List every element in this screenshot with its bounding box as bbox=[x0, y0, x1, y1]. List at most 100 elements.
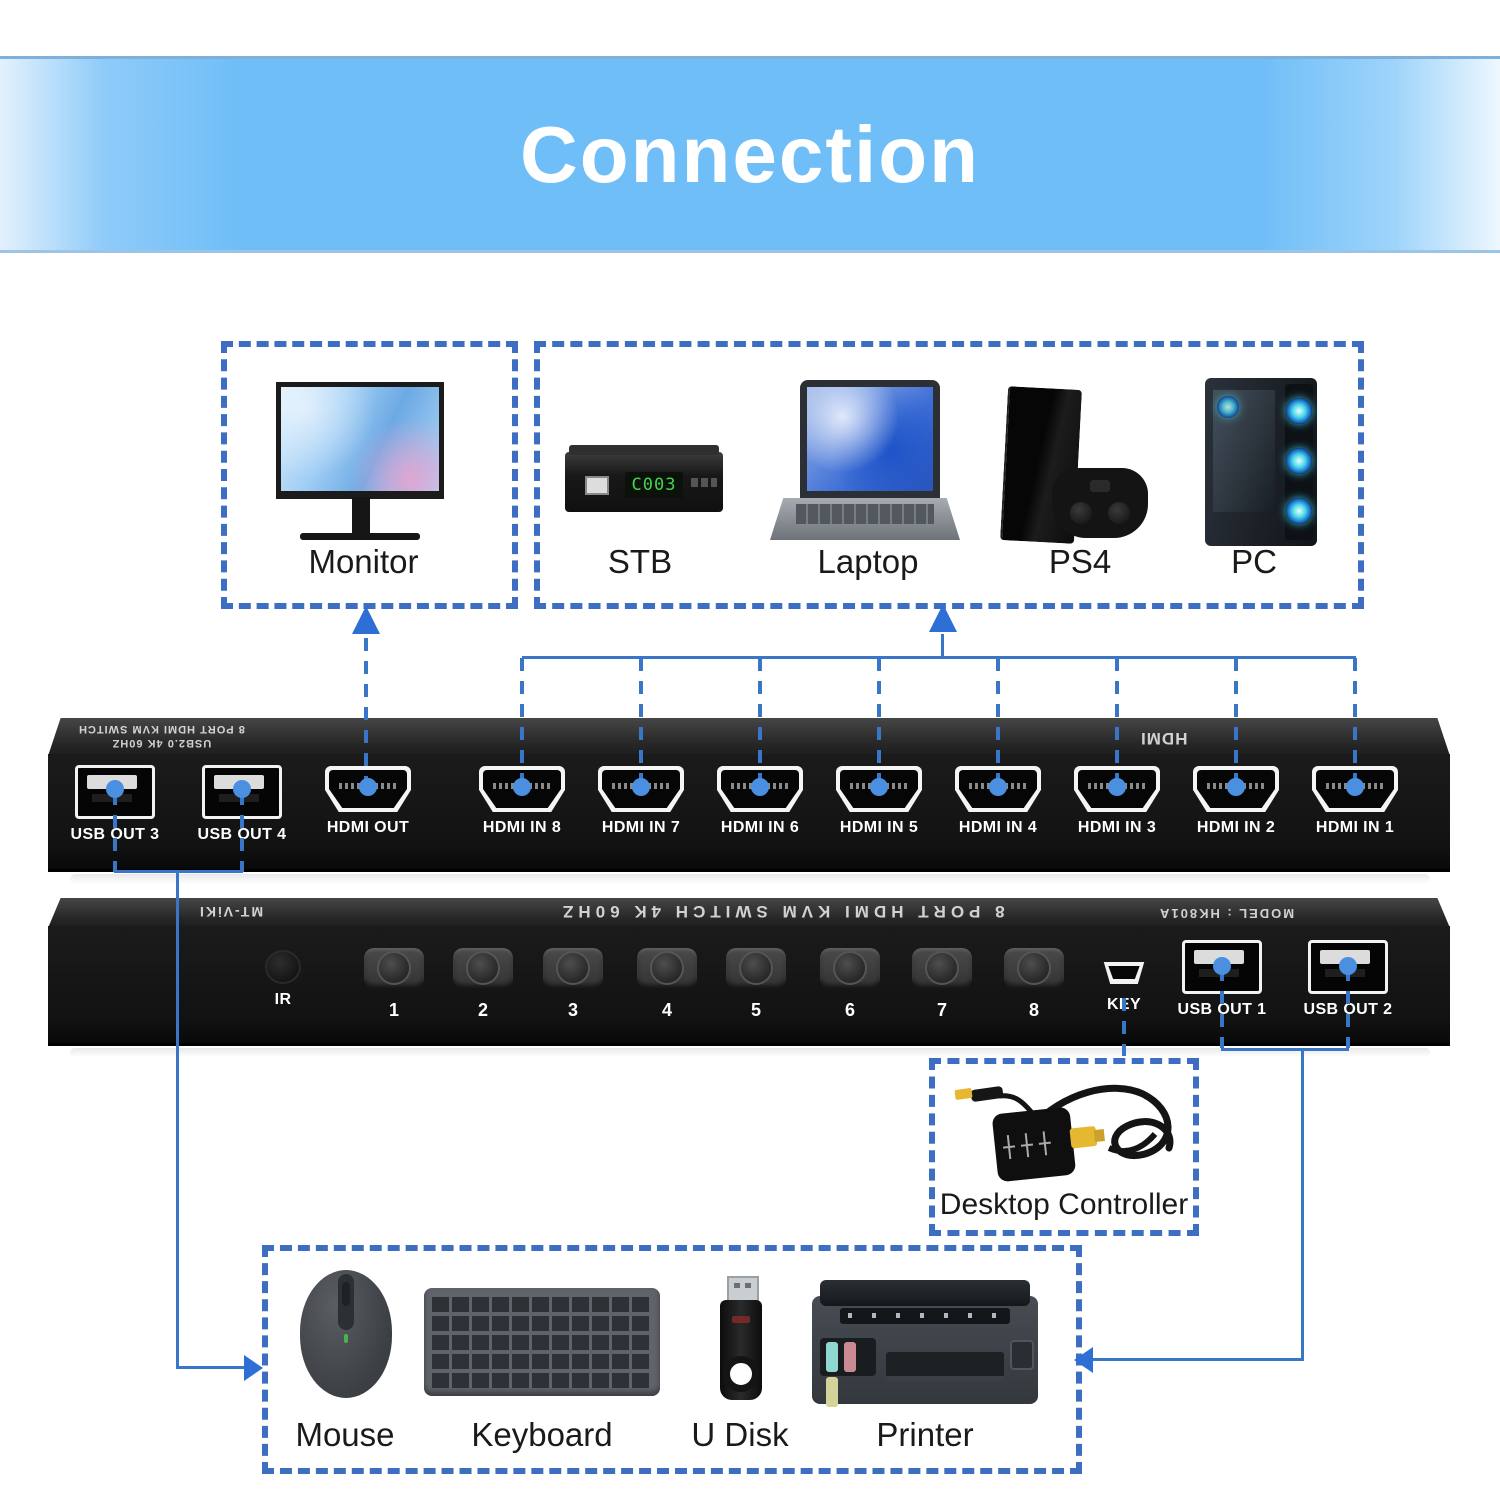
laptop-wallpaper bbox=[807, 387, 933, 491]
pc-fan-3 bbox=[1286, 498, 1312, 524]
ir-receiver: IR bbox=[228, 944, 338, 1009]
pc-fan-1 bbox=[1286, 398, 1312, 424]
ink-yellow bbox=[826, 1377, 838, 1407]
push-button bbox=[637, 948, 697, 988]
usb12-elbow-line bbox=[1092, 1358, 1304, 1361]
monitor-label: Monitor bbox=[308, 543, 419, 580]
dot-usb-out-3 bbox=[106, 780, 124, 798]
dot-hdmi-in-8 bbox=[513, 778, 531, 796]
udisk-logo bbox=[732, 1316, 750, 1323]
hdmi-in5-line bbox=[877, 658, 881, 786]
udisk-hole bbox=[723, 1356, 759, 1392]
back-hdmi-logo: HDMI bbox=[1140, 729, 1188, 748]
mouse-scroll-wheel bbox=[342, 1282, 350, 1306]
pc-fan-2 bbox=[1286, 448, 1312, 474]
mouse-label: Mouse bbox=[295, 1416, 395, 1453]
dot-hdmi-in-1 bbox=[1346, 778, 1364, 796]
pc-label: PC bbox=[1231, 543, 1277, 580]
front-panel-reflection bbox=[70, 1048, 1430, 1057]
laptop-keyboard bbox=[796, 504, 934, 524]
push-button bbox=[453, 948, 513, 988]
dot-usb-out-1 bbox=[1213, 957, 1231, 975]
select-button-2: 2 bbox=[428, 948, 538, 1021]
stb-top bbox=[569, 445, 719, 455]
arrow-to-peripherals-right bbox=[1074, 1347, 1093, 1373]
dot-hdmi-out bbox=[359, 778, 377, 796]
ps4-controller bbox=[1052, 468, 1148, 538]
stb-image: C003 bbox=[565, 445, 723, 512]
udisk-image bbox=[720, 1300, 762, 1400]
select-button-5: 5 bbox=[701, 948, 811, 1021]
ps4-touchpad bbox=[1090, 480, 1110, 492]
usb1-line bbox=[1220, 968, 1224, 1048]
select-button-6: 6 bbox=[795, 948, 905, 1021]
controller-label: Desktop Controller bbox=[939, 1188, 1189, 1221]
dot-hdmi-in-4 bbox=[989, 778, 1007, 796]
dot-hdmi-in-2 bbox=[1227, 778, 1245, 796]
ink-magenta bbox=[844, 1342, 856, 1372]
hdmi-in6-line bbox=[758, 658, 762, 786]
kvm-front-top-face bbox=[48, 898, 1450, 928]
mouse-image bbox=[300, 1270, 392, 1398]
page-title: Connection bbox=[520, 109, 980, 199]
usb3-line bbox=[113, 792, 117, 872]
dot-hdmi-in-7 bbox=[632, 778, 650, 796]
dot-usb-out-4 bbox=[233, 780, 251, 798]
stb-buttons bbox=[691, 478, 717, 487]
monitor-image bbox=[276, 382, 444, 499]
hdmi-bus-line bbox=[522, 656, 1356, 659]
printer-ink-window bbox=[820, 1338, 876, 1407]
select-button-7: 7 bbox=[887, 948, 997, 1021]
micro-usb-port bbox=[1103, 962, 1145, 984]
printer-lid bbox=[820, 1280, 1030, 1306]
select-button-8: 8 bbox=[979, 948, 1089, 1021]
ir-hole bbox=[265, 950, 301, 984]
title-banner: Connection bbox=[0, 56, 1500, 253]
usb12-drop-line bbox=[1301, 1048, 1304, 1360]
front-model-print: MODEL : HK801A bbox=[1158, 906, 1295, 921]
mouse-led bbox=[344, 1334, 348, 1343]
front-brand-print: MT-ViKI bbox=[198, 904, 264, 920]
arrow-to-monitor bbox=[352, 606, 380, 634]
push-button bbox=[820, 948, 880, 988]
monitor-stand bbox=[352, 497, 370, 533]
printer-paper-slot bbox=[886, 1352, 1004, 1381]
ink-cyan bbox=[826, 1342, 838, 1372]
hdmi-in7-line bbox=[639, 658, 643, 786]
usb4-line bbox=[240, 792, 244, 872]
keyboard-label: Keyboard bbox=[471, 1416, 613, 1453]
printer-label: Printer bbox=[876, 1416, 974, 1453]
usb2-line bbox=[1346, 968, 1350, 1048]
arrow-to-peripherals-left bbox=[244, 1355, 263, 1381]
hdmi-in4-line bbox=[996, 658, 1000, 786]
select-button-4: 4 bbox=[612, 948, 722, 1021]
dot-usb-out-2 bbox=[1339, 957, 1357, 975]
controller-group-box: Desktop Controller bbox=[929, 1058, 1199, 1236]
ps4-label: PS4 bbox=[1048, 543, 1112, 580]
stb-display: C003 bbox=[625, 472, 683, 498]
monitor-base bbox=[300, 533, 420, 540]
sources-riser-line bbox=[941, 634, 944, 658]
laptop-label: Laptop bbox=[817, 543, 919, 580]
hdmi-in3-line bbox=[1115, 658, 1119, 786]
front-print-text: 8 PORT HDMI KVM SWITCH 4K 60HZ bbox=[558, 902, 1005, 921]
printer-button bbox=[1010, 1340, 1034, 1370]
push-button bbox=[1004, 948, 1064, 988]
push-button bbox=[543, 948, 603, 988]
back-panel-reflection bbox=[70, 874, 1430, 884]
dot-hdmi-in-3 bbox=[1108, 778, 1126, 796]
desktop-controller-image bbox=[954, 1084, 1174, 1182]
select-button-1: 1 bbox=[339, 948, 449, 1021]
hdmi-in1-line bbox=[1353, 658, 1357, 786]
pc-fan-side bbox=[1217, 396, 1239, 418]
arrow-to-sources bbox=[929, 604, 957, 632]
port-hdmi-out: HDMI OUT bbox=[313, 766, 423, 837]
select-button-3: 3 bbox=[518, 948, 628, 1021]
kvm-back-top-face bbox=[48, 718, 1450, 756]
push-button bbox=[364, 948, 424, 988]
stb-usb-port bbox=[585, 476, 609, 495]
push-button bbox=[726, 948, 786, 988]
dot-hdmi-in-6 bbox=[751, 778, 769, 796]
usb12-bracket bbox=[1221, 1048, 1349, 1051]
